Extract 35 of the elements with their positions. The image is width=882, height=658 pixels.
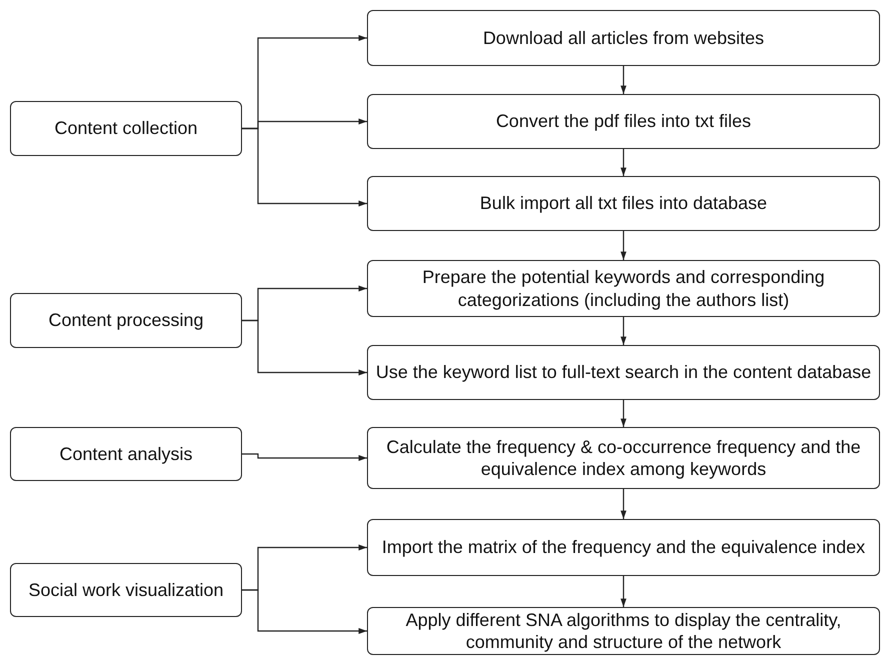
arrow [242,320,367,376]
process-box [367,519,880,576]
process-box [367,10,880,66]
arrow [242,128,367,206]
step-label: Bulk import all txt files into database [478,192,768,215]
process-box [367,260,880,317]
step-label: Calculate the frequency & co-occurrence frequency and the equivalence index among keywords [385,436,862,480]
arrow [242,453,367,461]
stage-box [10,293,242,348]
process-box [367,345,880,400]
step-label: Social work visualization [27,578,225,602]
stage-box [10,101,242,156]
process-box [367,427,880,489]
step-label: Convert the pdf files into txt files [494,110,752,133]
process-box [367,176,880,231]
process-box [367,94,880,149]
step-label: Content analysis [58,442,194,466]
step-label: Content processing [47,309,205,332]
arrow [620,489,626,519]
step-label: Apply different SNA algorithms to display the centrality, community and structure of the network [404,608,842,654]
stage-box [10,427,242,481]
stage-box [10,563,242,617]
arrow [242,589,367,634]
arrow [620,317,626,345]
arrow [620,66,626,94]
arrow [620,576,626,607]
arrow [620,231,626,260]
step-label: Download all articles from websites [482,26,766,50]
step-label: Prepare the potential keywords and corresponding categorizations (including the authors list) [421,266,826,311]
arrow [620,400,626,427]
arrow [620,149,626,176]
process-box [367,607,880,655]
step-label: Content collection [53,117,199,140]
step-label: Import the matrix of the frequency and the equivalence index [380,536,866,559]
step-label: Use the keyword list to full-text search in the content database [374,361,872,384]
